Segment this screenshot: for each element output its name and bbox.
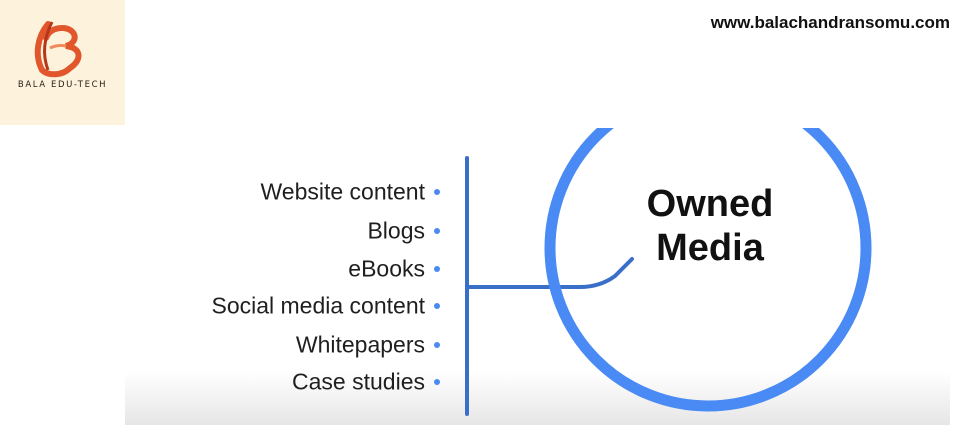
list-item-label: Website content [260, 178, 425, 205]
owned-media-circle [544, 128, 872, 412]
bullet-icon [434, 266, 440, 272]
b-logo-icon [34, 21, 82, 78]
diagram-lines [465, 128, 872, 416]
circle-title-line2: Media [656, 227, 764, 269]
bullet-icon [434, 303, 440, 309]
owned-media-list: Website content Blogs eBooks Social medi… [125, 128, 950, 425]
website-url[interactable]: www.balachandransomu.com [710, 13, 950, 32]
connector-line [465, 257, 634, 289]
list-item-label: eBooks [348, 255, 425, 282]
list-item-label: Social media content [211, 292, 425, 319]
logo-text: BALA EDU-TECH [17, 80, 108, 90]
bullet-icon [434, 379, 440, 385]
owned-media-slide: Owned Media Website content Blogs eBooks… [125, 128, 950, 425]
list-item-label: Whitepapers [295, 331, 425, 358]
bullet-icon [434, 342, 440, 348]
list-item-label: Case studies [292, 368, 425, 395]
bullet-icon [434, 189, 440, 195]
circle-title-line1: Owned [646, 183, 774, 225]
bullet-icon [434, 228, 440, 234]
list-item-label: Blogs [367, 217, 425, 244]
bala-edu-tech-logo: BALA EDU-TECH [0, 0, 125, 125]
